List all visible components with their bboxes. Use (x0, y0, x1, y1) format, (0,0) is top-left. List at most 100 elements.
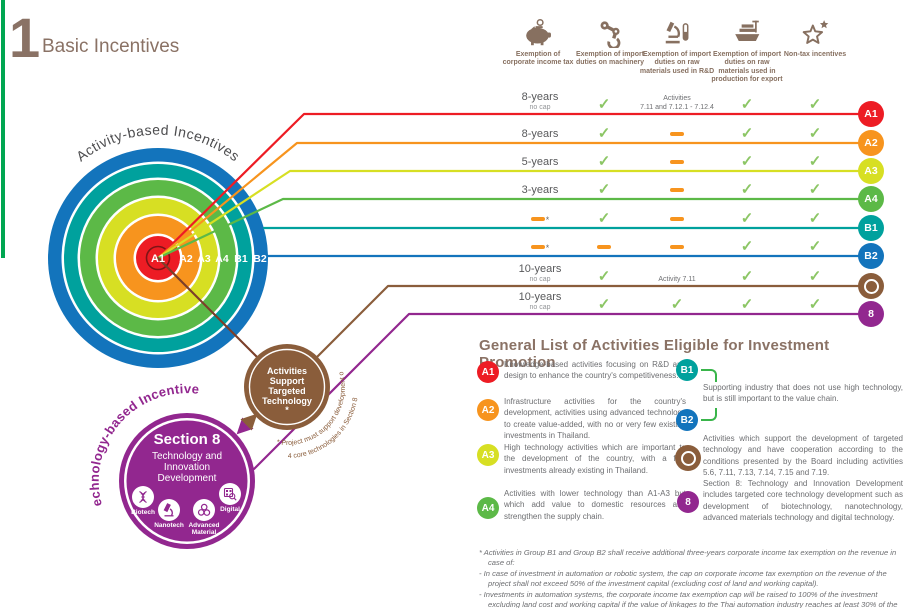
column-header-non-tax: Non-tax incentives (777, 18, 853, 59)
ring-label-a3: A3 (197, 253, 211, 265)
check-icon: ✓ (740, 296, 754, 313)
badge-a2: A2 (858, 130, 884, 156)
piggy-bank-icon (526, 18, 551, 46)
list-badge-a4: A4 (477, 497, 499, 519)
table-row: 5-years ✓ ✓ ✓ (521, 153, 822, 170)
list-badge-targeted-tech (675, 445, 701, 471)
svg-text:Nanotech: Nanotech (154, 522, 184, 529)
svg-text:Technology: Technology (262, 396, 312, 406)
check-icon: ✓ (597, 268, 611, 285)
check-icon: ✓ (808, 153, 822, 170)
badge-section8: 8 (858, 301, 884, 327)
section8-title: Section 8 (154, 431, 221, 448)
ring-label-b1: B1 (234, 253, 248, 265)
dash-icon (670, 132, 684, 136)
line-a3 (156, 169, 860, 260)
microscope-icon (665, 21, 689, 44)
svg-text:Targeted: Targeted (268, 386, 305, 396)
svg-text:Digital: Digital (220, 506, 240, 513)
line-center-to-support-circle (156, 256, 259, 359)
column-header-raw-materials-export: Exemption of import duties on raw materi… (709, 18, 785, 85)
check-icon: ✓ (808, 210, 822, 227)
cit-cell: 8-years no cap (521, 91, 559, 111)
badge-b2: B2 (858, 243, 884, 269)
svg-text:Innovation: Innovation (164, 462, 210, 473)
list-item-a3-text: High technology activities which are imp… (504, 443, 686, 475)
svg-text:Advanced: Advanced (188, 522, 219, 529)
line-a2 (156, 141, 860, 260)
check-icon: ✓ (597, 181, 611, 198)
list-item-b1b2-text: Supporting industry that does not use hi… (703, 383, 903, 404)
check-icon: ✓ (740, 238, 754, 255)
list-badge-a1: A1 (477, 361, 499, 383)
dash-icon (670, 245, 684, 249)
row-connector-lines (156, 112, 860, 471)
line-a1 (156, 112, 860, 260)
check-icon: ✓ (597, 210, 611, 227)
dash-icon (670, 188, 684, 192)
list-item-targeted-tech-text: Activities which support the development… (703, 434, 903, 477)
check-icon: ✓ (808, 125, 822, 142)
table-row: 8-years ✓ ✓ ✓ (521, 125, 822, 142)
section-number: 1 (9, 6, 41, 69)
line-a4 (156, 197, 860, 260)
table-row: 3-years ✓ ✓ ✓ (521, 181, 822, 198)
b1-bracket (701, 369, 717, 382)
list-item-a1-text: Knowledge-based activities focusing on R… (504, 360, 686, 381)
digital-chip-icon (219, 483, 241, 505)
list-badge-b1: B1 (676, 359, 698, 381)
robot-arm-icon (600, 21, 621, 48)
list-item-a2-text: Infrastructure activities for the countr… (504, 397, 686, 440)
dash-with-asterisk: * (530, 243, 549, 252)
list-item-a4-text: Activities with lower technology than A1… (504, 489, 686, 521)
svg-text:Development: Development (158, 473, 217, 484)
ring-label-a2: A2 (179, 253, 193, 265)
ring-inner (680, 450, 696, 466)
table-row: 10-years no cap ✓ Activity 7.11 ✓ ✓ (518, 263, 822, 285)
list-item-section8-text: Section 8: Technology and Innovation Dev… (703, 479, 903, 522)
list-badge-a3: A3 (477, 444, 499, 466)
dash-icon (670, 217, 684, 221)
footnote-line: - Investments in automation systems, the… (479, 589, 898, 608)
list-badge-a2: A2 (477, 399, 499, 421)
badge-targeted-tech (858, 273, 884, 299)
rnd-cell: Activities 7.11 and 7.12.1 - 7.12.4 (640, 94, 714, 111)
svg-text:Activities: Activities (267, 366, 307, 376)
check-icon: ✓ (597, 296, 611, 313)
badge-a3: A3 (858, 158, 884, 184)
ring-label-a1: A1 (151, 253, 165, 265)
check-icon: ✓ (808, 296, 822, 313)
badge-a4: A4 (858, 186, 884, 212)
check-icon: ✓ (740, 125, 754, 142)
two-way-arrow-icon (236, 413, 258, 435)
nanotech-microscope-icon (158, 499, 180, 521)
svg-text:*: * (285, 405, 289, 415)
b2-bracket (701, 408, 717, 421)
ring-label-b2: B2 (253, 253, 267, 265)
dna-icon (132, 486, 154, 508)
targeted-technology-circle: Activities Support Targeted Technology * (244, 344, 330, 430)
line-targeted-tech (315, 284, 860, 359)
column-header-corporate-income-tax: Exemption of corporate income tax (500, 18, 576, 68)
check-icon: ✓ (808, 238, 822, 255)
dash-with-asterisk: * (530, 215, 549, 224)
dash-icon (597, 245, 611, 249)
check-icon: ✓ (597, 125, 611, 142)
check-icon: ✓ (740, 153, 754, 170)
column-header-raw-materials-rnd: Exemption of import duties on raw materi… (639, 18, 715, 76)
list-badge-b2: B2 (676, 409, 698, 431)
ring-inner (863, 278, 879, 294)
footnote-line: * Activities in Group B1 and Group B2 sh… (479, 548, 897, 568)
svg-text:Biotech: Biotech (131, 509, 155, 516)
page-title: Basic Incentives (42, 36, 180, 57)
general-list-heading: General List of Activities Eligible for … (479, 337, 830, 371)
star-icon (802, 20, 829, 44)
check-icon: ✓ (740, 268, 754, 285)
dash-icon (530, 216, 545, 221)
footnote-line: - In case of investment in automation or… (479, 568, 887, 589)
left-accent-rule (1, 0, 5, 258)
section8-circle: Section 8 Technology and Innovation Deve… (119, 413, 255, 549)
check-icon: ✓ (808, 96, 822, 113)
